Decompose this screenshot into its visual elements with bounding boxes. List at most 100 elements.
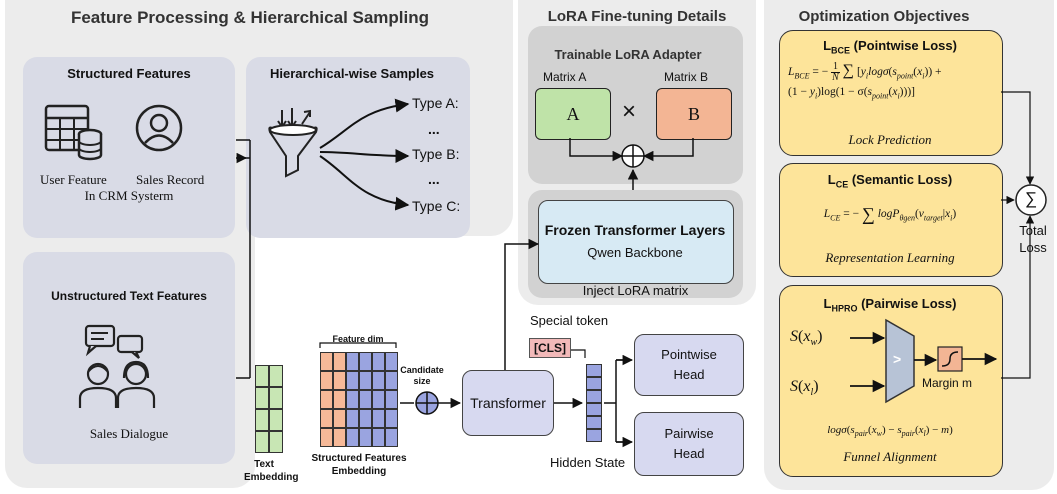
embedding-cell [255,387,269,409]
embedding-cell [320,409,333,428]
hpro-sxw: S(xw) [790,328,823,349]
total-loss-label: Total Loss [1019,223,1047,255]
feature-dim-label: Feature dim [332,334,384,344]
sum-icon: ∑ [1024,189,1038,208]
embedding-cell [269,431,283,453]
feature-processing-title: Feature Processing & Hierarchical Sampli… [70,8,430,27]
embedding-cell [255,431,269,453]
pairwise-head-label: Pairwise Head [664,426,714,461]
embedding-cell [372,409,385,428]
embedding-cell [255,409,269,431]
embedding-cell [269,409,283,431]
embedding-cell [320,390,333,409]
lora-adapter-title: Trainable LoRA Adapter [554,47,702,62]
matrix-a-label: Matrix A [543,70,587,84]
ce-caption: Representation Learning [825,250,955,265]
embedding-cell [385,409,398,428]
embedding-cell [320,352,333,371]
database-table-icon [44,100,106,162]
embedding-cell [346,409,359,428]
embedding-cell [359,390,372,409]
embedding-cell [586,403,602,416]
embedding-cell [372,352,385,371]
embedding-cell [346,371,359,390]
dialogue-people-icon [74,322,166,410]
embedding-cell [359,428,372,447]
dots-2: ... [428,171,440,187]
embedding-cell [586,429,602,442]
transformer-label: Transformer [470,395,546,411]
dots-1: ... [428,121,440,137]
type-c-label: Type C: [412,198,461,214]
hpro-gt: > [893,351,902,367]
embedding-cell [385,428,398,447]
embedding-cell [372,390,385,409]
lora-panel-title: LoRA Fine-tuning Details [547,8,727,25]
bce-title-sub: BCE [831,45,851,56]
bce-title-rest: (Pointwise Loss) [850,38,957,53]
ce-loss-title: LCE (Semantic Loss) [779,172,1001,190]
text-embedding-label: Text Embedding [244,459,299,483]
embedding-cell [320,428,333,447]
unstructured-features-box [23,252,235,464]
matrix-b-text: B [687,103,700,124]
ce-title-sub: CE [835,179,849,190]
structured-embedding-label: Structured Features Embedding [311,453,407,477]
embedding-cell [372,428,385,447]
matrix-b-label: Matrix B [664,70,709,84]
embedding-cell [385,390,398,409]
pairwise-head-box: Pairwise Head [634,412,744,476]
funnel-icon [258,108,328,188]
embedding-cell [385,352,398,371]
embedding-cell [320,371,333,390]
cls-token: [CLS] [529,338,571,358]
embedding-cell [385,371,398,390]
embedding-cell [586,416,602,429]
bce-caption: Lock Prediction [848,132,932,147]
times-symbol: × [622,98,637,125]
embedding-cell [333,428,346,447]
embedding-cell [346,390,359,409]
ce-title-rest: (Semantic Loss) [848,172,953,187]
embedding-cell [346,352,359,371]
sales-dialogue-caption: Sales Dialogue [89,426,169,441]
matrix-b-box: B [656,88,732,140]
ce-formula: LCE = − ∑ logPθgen(vtarget|xi) [823,204,957,224]
transformer-box: Transformer [462,370,554,436]
hpro-formula: logσ(spair(xw) − spair(xl) − m) [827,424,953,439]
hpro-loss-title: LHPRO (Pairwise Loss) [779,296,1001,314]
bce-title-main: L [823,38,832,53]
embedding-cell [333,352,346,371]
embedding-cell [346,428,359,447]
optimization-panel-title: Optimization Objectives [798,8,970,25]
embedding-cell [586,364,602,377]
hpro-title-sub: HPRO [831,303,858,314]
embedding-cell [372,371,385,390]
pointwise-head-box: Pointwise Head [634,334,744,396]
hpro-title-rest: (Pairwise Loss) [857,296,957,311]
hierarchical-samples-title: Hierarchical-wise Samples [270,66,435,81]
embedding-cell [333,390,346,409]
matrix-a-text: A [566,103,580,124]
hpro-title-main: L [823,296,832,311]
embedding-cell [359,371,372,390]
hpro-margin: Margin m [922,376,973,390]
type-b-label: Type B: [412,146,460,162]
user-feature-caption: User Feature [40,172,107,187]
hpro-sxl: S(xl) [790,378,819,399]
matrix-a-box: A [535,88,611,140]
special-token-label: Special token [530,313,609,328]
embedding-cell [269,365,283,387]
hierarchical-samples-box [246,57,470,238]
embedding-cell [359,352,372,371]
frozen-transformer-title: Frozen Transformer Layers [544,222,726,238]
frozen-transformer-sub: Qwen Backbone [587,245,683,260]
hidden-state-label: Hidden State [550,455,626,470]
